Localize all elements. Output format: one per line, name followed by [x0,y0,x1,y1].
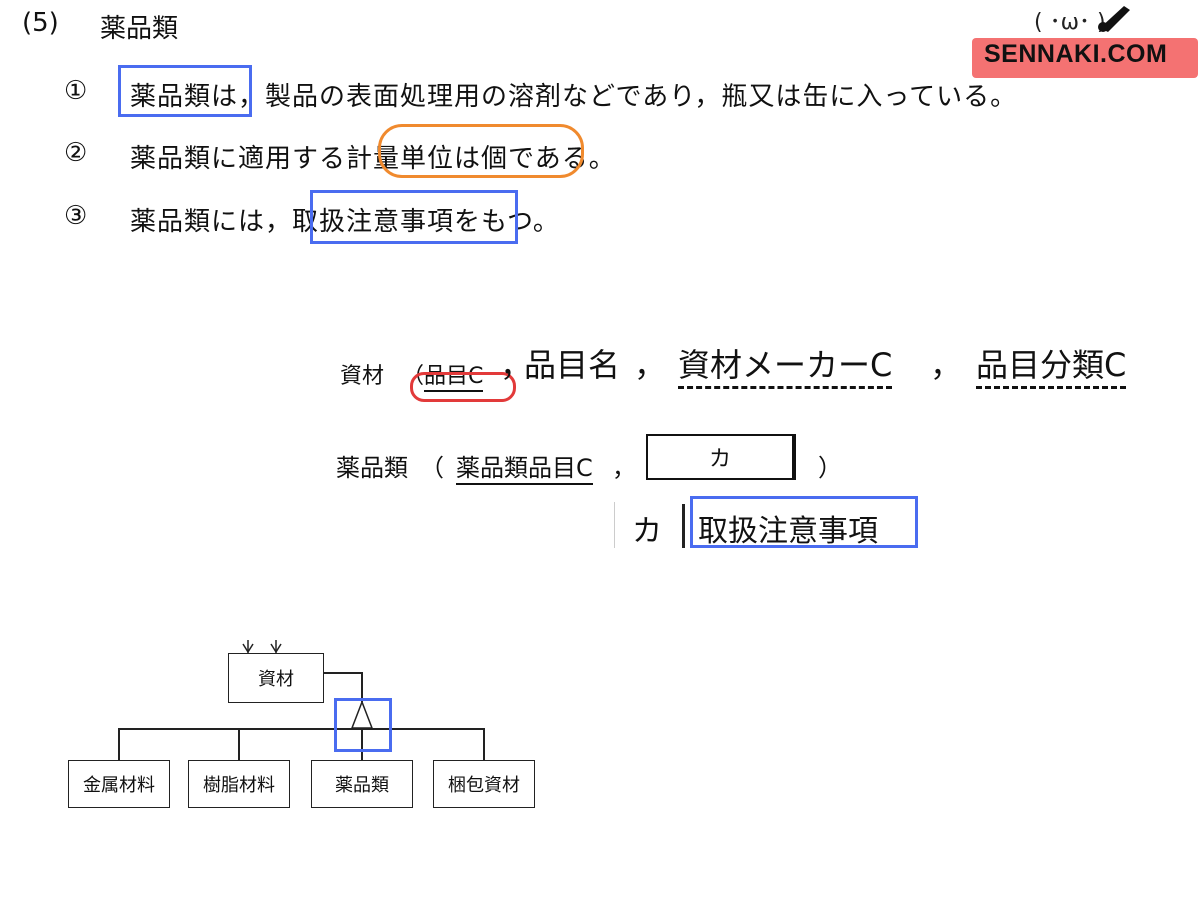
blank-box-ka: カ [646,434,796,480]
diagram-child-label: 金属材料 [83,775,155,796]
answer-label: カ [632,514,662,549]
relation-yakuhin-key: 薬品類品目C [456,448,593,485]
relation-shizai-fk2: 品目分類C [976,340,1127,389]
item-marker-2: ② [64,138,89,168]
logo-band [972,38,1198,78]
highlight-box-generalization [334,698,392,752]
relation-yakuhin-open: （ [420,454,444,482]
diagram-child-label: 薬品類 [335,775,389,796]
diagram-child-jushi: 樹脂材料 [188,760,290,808]
diagram-connector [238,728,240,760]
brush-icon [1098,6,1130,32]
incoming-arrows-icon [242,640,282,654]
answer-separator [682,504,685,548]
relation-yakuhin-comma: ， [612,454,636,482]
blank-box-label: カ [708,447,731,472]
diagram-parent-shizai: 資材 [228,653,324,703]
highlight-box-answer [690,496,918,548]
item-text-3: 薬品類には，取扱注意事項をもつ。 [130,207,560,237]
relation-shizai-comma3: ， [930,346,963,384]
diagram-connector [483,728,485,760]
highlight-box-key [410,372,516,402]
relation-shizai-key: 品目C [424,358,484,392]
relation-shizai-attr1: 品目名 [524,346,621,384]
relation-shizai-fk1: 資材メーカーC [678,340,893,389]
diagram-child-label: 樹脂材料 [203,775,275,796]
section-number: (5) [22,8,59,38]
item-text-1: 薬品類は，製品の表面処理用の溶剤などであり，瓶又は缶に入っている。 [130,82,1018,112]
logo-face: ( ･ω･ ) [1034,10,1106,35]
relation-shizai-comma2: ， [634,346,667,384]
faint-divider [614,502,615,548]
diagram-parent-label: 資材 [258,669,294,690]
item-marker-3: ③ [64,201,89,231]
diagram-connector [361,672,363,702]
diagram-bus-line [118,728,484,730]
diagram-child-label: 梱包資材 [448,775,520,796]
section-title: 薬品類 [100,14,179,44]
logo-text: SENNAKI.COM [984,40,1168,68]
diagram-child-konpo: 梱包資材 [433,760,535,808]
highlight-box-unit [378,124,584,178]
relation-yakuhin-close: ） [818,454,842,482]
diagram-connector [361,728,363,760]
relation-shizai-name: 資材 [340,364,385,389]
diagram-child-yakuhin: 薬品類 [311,760,413,808]
highlight-box-attention [310,190,518,244]
relation-yakuhin-name: 薬品類 [336,454,408,482]
diagram-connector [324,672,362,674]
answer-value: 取扱注意事項 [698,514,878,549]
diagram-child-kinzoku: 金属材料 [68,760,170,808]
relation-shizai-comma1: ， [500,346,533,384]
item-text-2: 薬品類に適用する計量単位は個である。 [130,144,616,174]
item-marker-1: ① [64,76,89,106]
highlight-box-yakuhinrui [118,65,252,117]
diagram-connector [118,728,120,760]
